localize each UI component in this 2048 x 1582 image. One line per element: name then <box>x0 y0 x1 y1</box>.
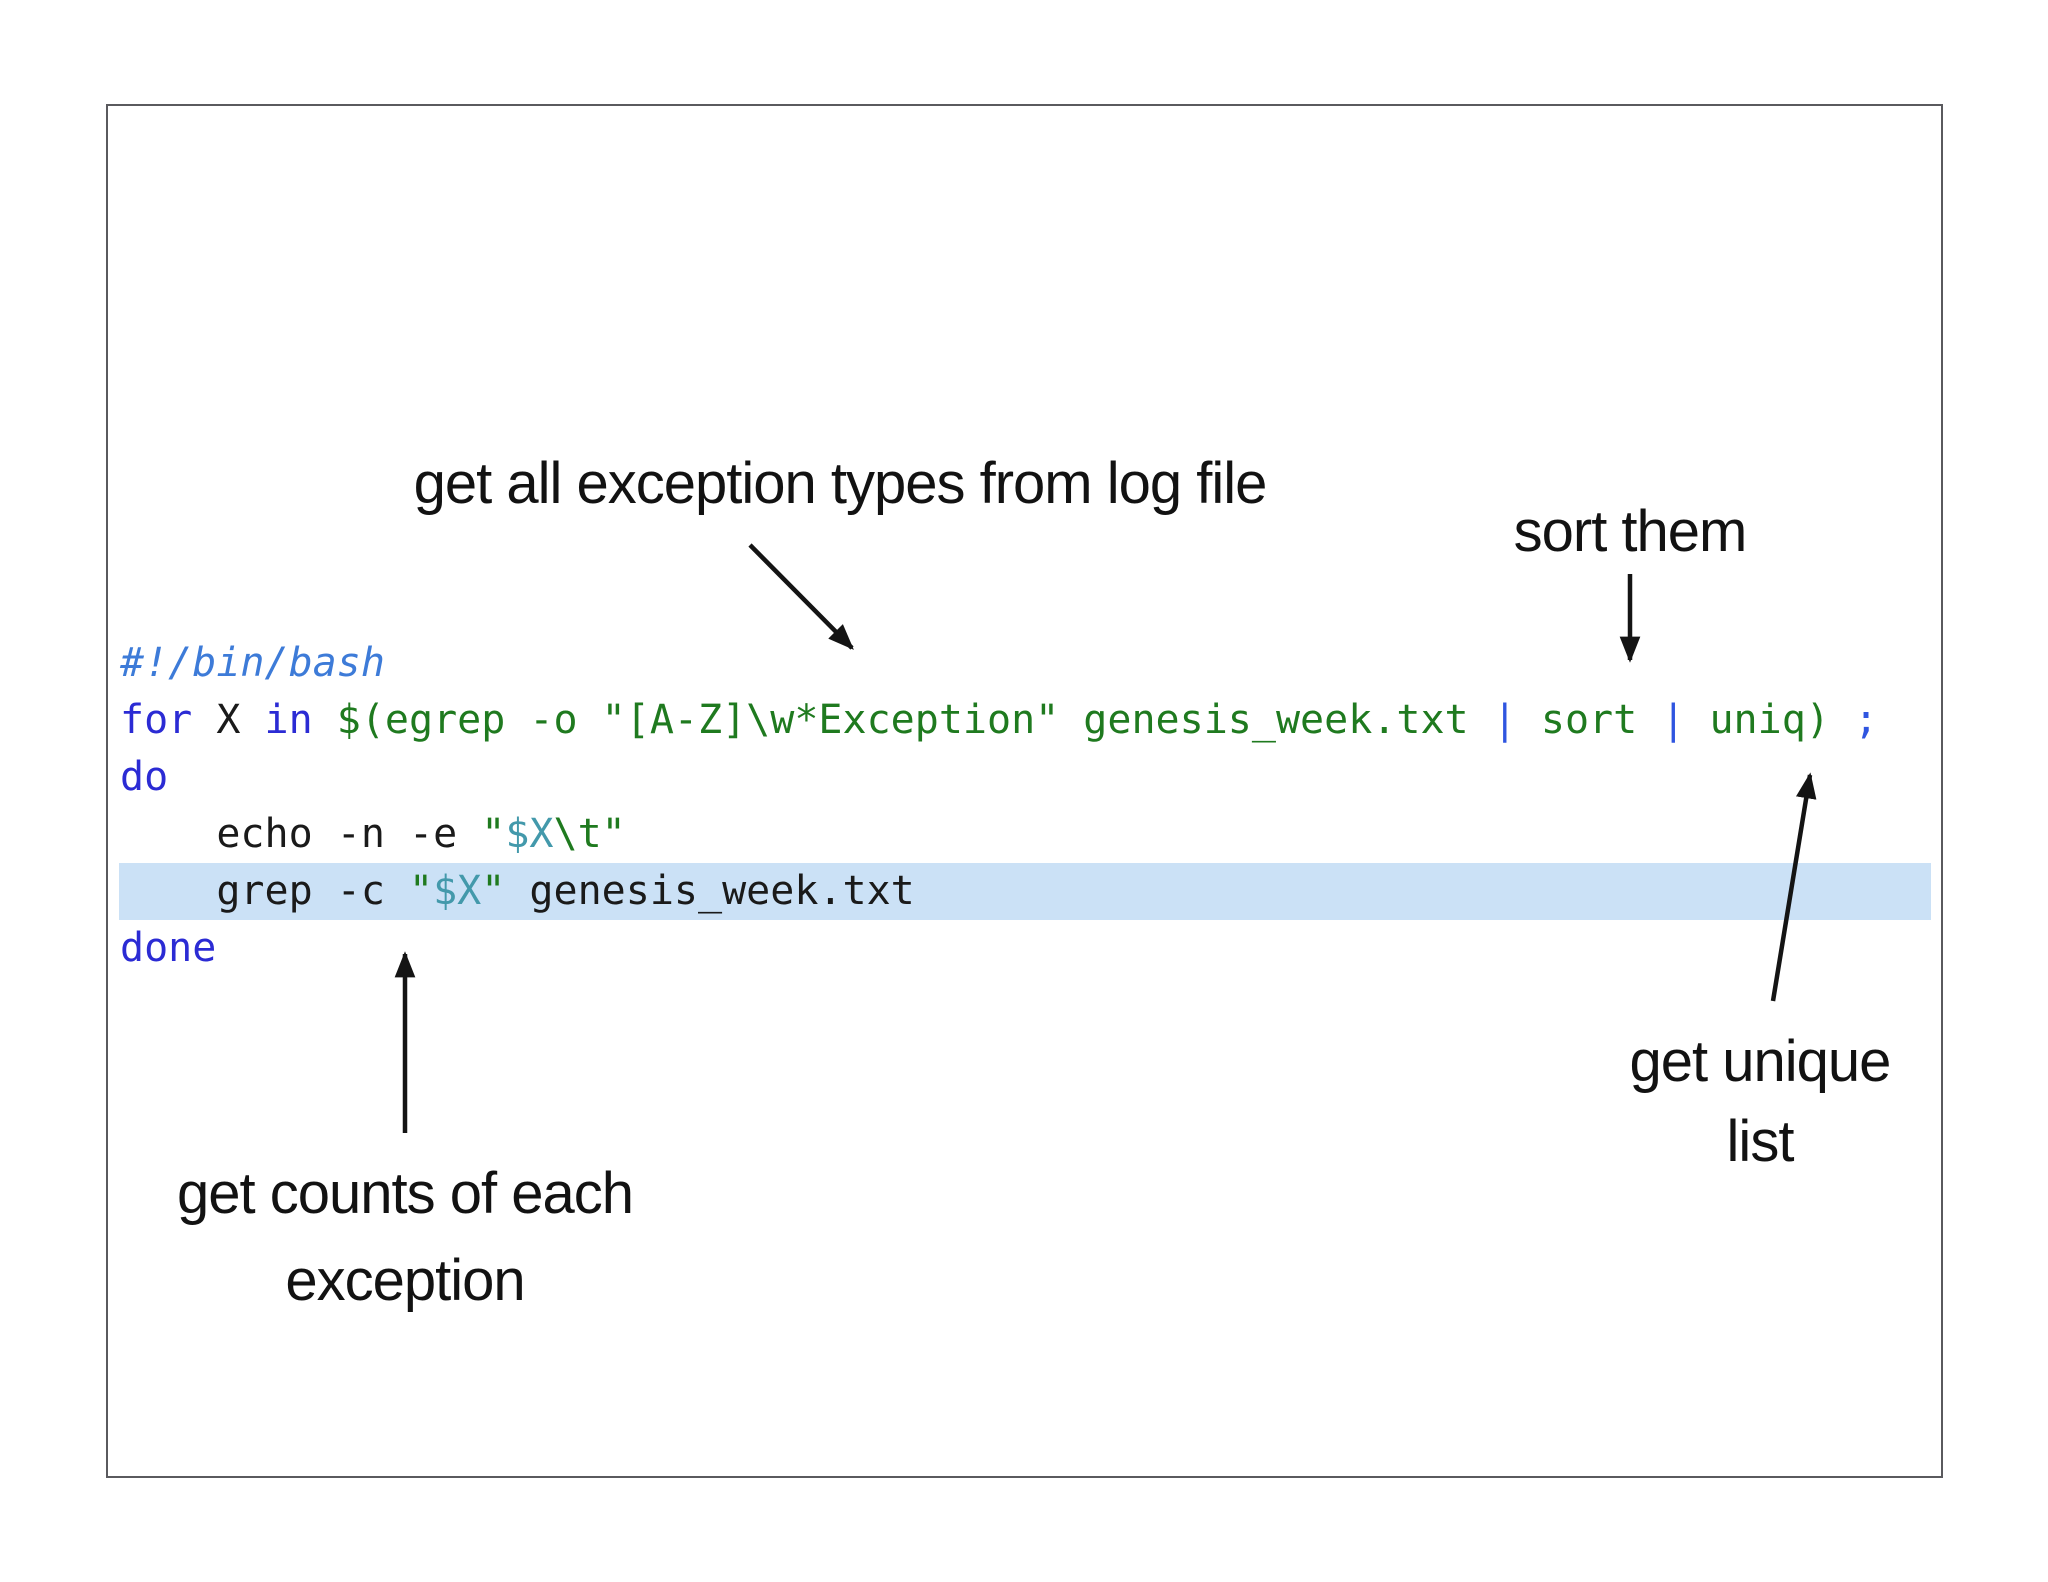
code-token <box>313 697 337 743</box>
code-token: echo -n -e <box>120 811 482 857</box>
code-token: X <box>192 697 265 743</box>
code-token-shebang: #!/bin/bash <box>120 640 385 686</box>
annotation-get-counts: get counts of each exception <box>155 1150 655 1324</box>
code-highlight-bar <box>119 863 1931 920</box>
annotation-get-counts-line2: exception <box>285 1248 525 1313</box>
code-token: " <box>481 868 506 914</box>
code-token-variable: $X <box>433 868 482 914</box>
code-line-done: done <box>120 920 1878 977</box>
annotation-get-unique-line2: list <box>1726 1109 1795 1175</box>
code-token: \t" <box>553 811 626 857</box>
code-token: uniq) <box>1685 697 1830 743</box>
code-token: done <box>120 925 217 971</box>
code-line-grep: grep -c "$X" genesis_week.txt <box>120 863 1878 920</box>
code-block: #!/bin/bash for X in $(egrep -o "[A-Z]\w*… <box>120 635 1878 977</box>
code-token-variable: $X <box>505 811 554 857</box>
code-line-echo: echo -n -e "$X\t" <box>120 806 1878 863</box>
code-line-shebang: #!/bin/bash <box>120 635 1878 692</box>
annotation-get-unique-list: get unique list <box>1555 1022 1965 1182</box>
code-token: | <box>1492 697 1517 743</box>
code-line-for: for X in $(egrep -o "[A-Z]\w*Exception" … <box>120 692 1878 749</box>
code-line-do: do <box>120 749 1878 806</box>
code-token: $(egrep -o "[A-Z]\w*Exception" genesis_w… <box>336 697 1493 743</box>
code-token: " <box>408 868 434 914</box>
slide-frame <box>106 104 1943 1478</box>
code-token: do <box>120 754 169 800</box>
code-token: | <box>1661 697 1686 743</box>
code-token: for <box>120 697 193 743</box>
annotation-sort-them: sort them <box>1513 499 1748 564</box>
code-token: ; <box>1829 697 1879 743</box>
annotation-get-exception-types: get all exception types from log file <box>413 451 1268 516</box>
code-token: " <box>481 811 506 857</box>
code-token: genesis_week.txt <box>505 868 915 914</box>
annotation-get-unique-line1: get unique <box>1629 1029 1892 1094</box>
code-token: grep -c <box>120 868 409 914</box>
code-token: sort <box>1516 697 1662 743</box>
annotation-get-counts-line1: get counts of each <box>177 1161 634 1226</box>
code-token: in <box>264 697 313 743</box>
